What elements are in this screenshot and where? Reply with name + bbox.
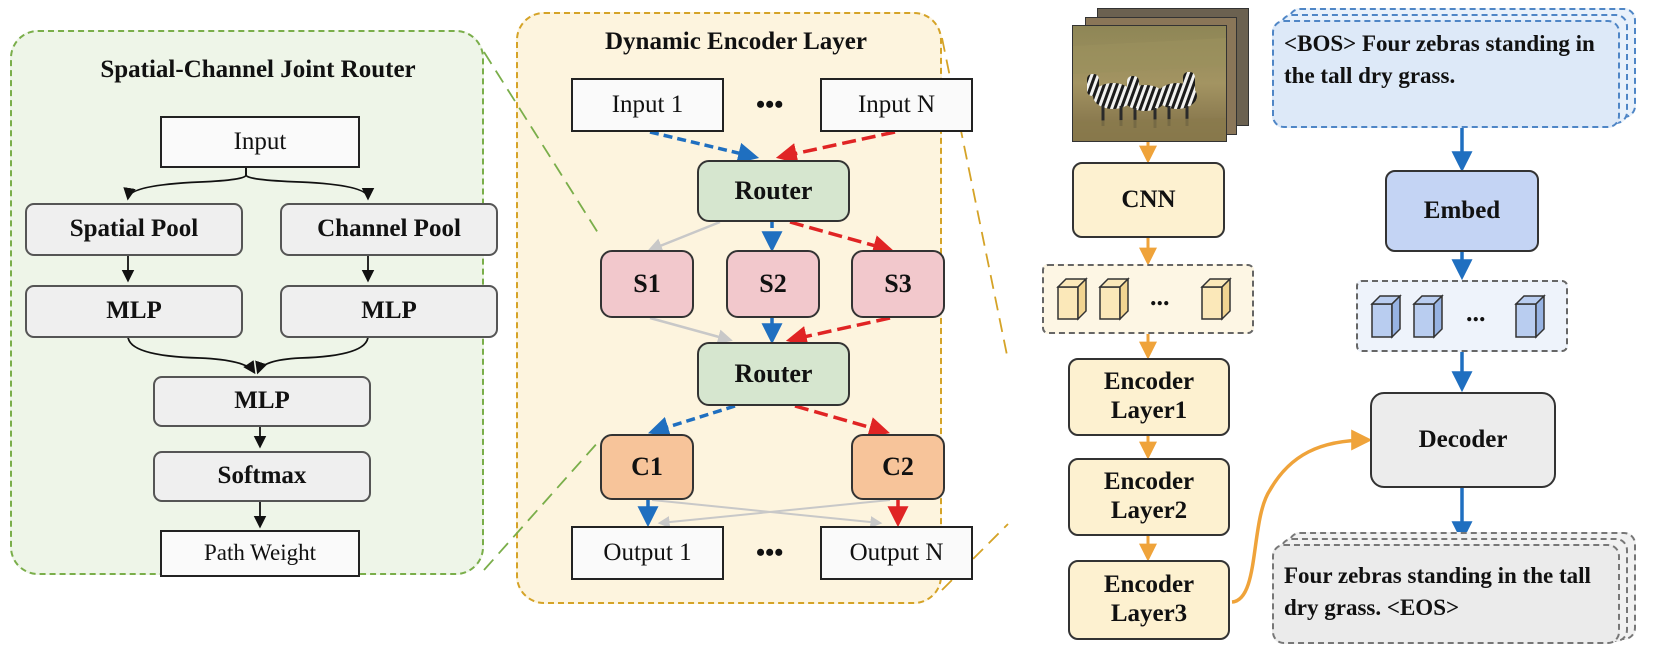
output-1-box: Output 1 bbox=[571, 526, 724, 580]
output-ellipsis: ••• bbox=[756, 538, 784, 567]
input-caption-box: <BOS> Four zebras standing in the tall d… bbox=[1272, 20, 1620, 128]
feature-cube-1-icon bbox=[1056, 277, 1088, 321]
embed-cube-2-icon bbox=[1412, 294, 1444, 339]
router-top-box: Router bbox=[697, 160, 850, 222]
mlp-right-box: MLP bbox=[280, 285, 498, 338]
encoder-layer1-box: Encoder Layer1 bbox=[1068, 358, 1230, 436]
encoder-layer3-box: Encoder Layer3 bbox=[1068, 560, 1230, 640]
softmax-box: Softmax bbox=[153, 451, 371, 502]
input-1-box: Input 1 bbox=[571, 78, 724, 132]
embedding-group: ... bbox=[1356, 280, 1568, 352]
embed-cube-3-icon bbox=[1514, 294, 1546, 339]
feature-maps-group: ... bbox=[1042, 264, 1254, 334]
zebra-photo bbox=[1072, 25, 1227, 142]
spatial-pool-box: Spatial Pool bbox=[25, 203, 243, 256]
zebra-photo-illustration bbox=[1073, 26, 1226, 141]
s2-box: S2 bbox=[726, 250, 820, 318]
channel-pool-box: Channel Pool bbox=[280, 203, 498, 256]
encoder-panel-title: Dynamic Encoder Layer bbox=[604, 28, 867, 55]
router-bottom-box: Router bbox=[697, 342, 850, 406]
feature-ellipsis: ... bbox=[1150, 282, 1170, 311]
cnn-box: CNN bbox=[1072, 162, 1225, 238]
decoder-box: Decoder bbox=[1370, 392, 1556, 488]
embedding-ellipsis: ... bbox=[1466, 298, 1486, 327]
output-caption-box: Four zebras standing in the tall dry gra… bbox=[1272, 544, 1620, 644]
mlp-left-box: MLP bbox=[25, 285, 243, 338]
c1-box: C1 bbox=[600, 434, 694, 500]
s3-box: S3 bbox=[851, 250, 945, 318]
s1-box: S1 bbox=[600, 250, 694, 318]
input-n-box: Input N bbox=[820, 78, 973, 132]
mlp-center-box: MLP bbox=[153, 376, 371, 427]
embedding-cubes bbox=[1370, 294, 1546, 339]
path-weight-box: Path Weight bbox=[160, 530, 360, 577]
c2-box: C2 bbox=[851, 434, 945, 500]
feature-cube-3-icon bbox=[1200, 277, 1232, 321]
feature-cubes bbox=[1056, 277, 1232, 321]
embed-cube-1-icon bbox=[1370, 294, 1402, 339]
router-panel-title: Spatial-Channel Joint Router bbox=[100, 56, 416, 83]
encoder-layer2-box: Encoder Layer2 bbox=[1068, 458, 1230, 536]
input-ellipsis: ••• bbox=[756, 90, 784, 119]
router-input-box: Input bbox=[160, 116, 360, 168]
output-n-box: Output N bbox=[820, 526, 973, 580]
feature-cube-2-icon bbox=[1098, 277, 1130, 321]
embed-box: Embed bbox=[1385, 170, 1539, 252]
